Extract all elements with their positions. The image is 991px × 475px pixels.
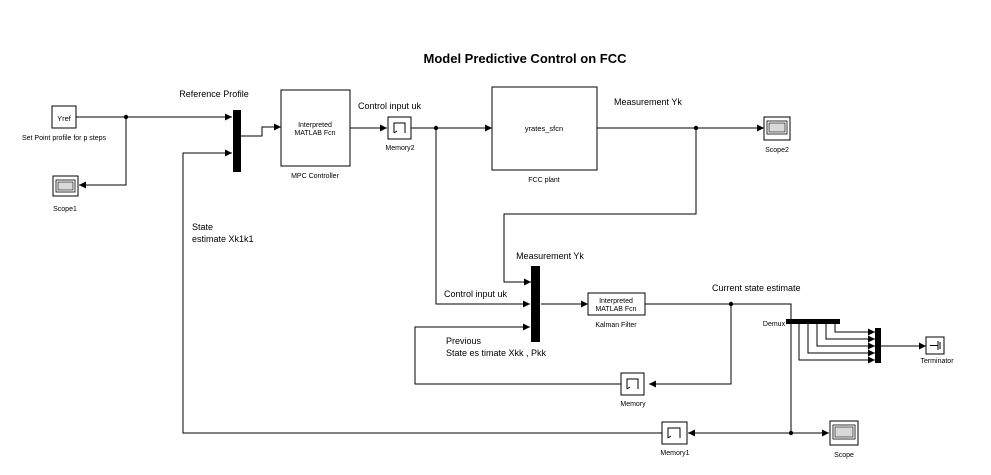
wire-kalman-demux bbox=[645, 303, 792, 319]
control-input-label-bottom: Control input uk bbox=[444, 289, 508, 299]
demux-block[interactable]: Demux bbox=[763, 319, 840, 328]
fcc-plant-block[interactable]: yrates_sfcn FCC plant bbox=[491, 86, 598, 184]
scope-caption: Scope bbox=[834, 452, 854, 459]
reference-profile-label: Reference Profile bbox=[179, 89, 249, 99]
fcc-caption: FCC plant bbox=[528, 177, 560, 184]
wire-mux1-mpc bbox=[241, 123, 281, 137]
state-label-line1: State bbox=[192, 222, 213, 232]
memory-icon bbox=[626, 378, 639, 389]
wire-control-mux2 bbox=[435, 128, 530, 308]
junction-dot bbox=[123, 114, 129, 120]
memory2-caption: Memory2 bbox=[385, 145, 414, 152]
wire-yref-scope1 bbox=[79, 117, 127, 189]
junction-dots bbox=[123, 114, 794, 436]
measurement-label-top: Measurement Yk bbox=[614, 97, 682, 107]
reference-profile-mux[interactable]: Reference Profile bbox=[179, 89, 249, 172]
kalman-line1: Interpreted bbox=[599, 298, 633, 305]
wire-state-scope bbox=[790, 319, 829, 437]
previous-label-line1: Previous bbox=[446, 336, 482, 346]
wire-memory1-mux1 bbox=[182, 149, 662, 434]
scope1-caption: Scope1 bbox=[53, 206, 77, 213]
terminator-icon bbox=[930, 341, 941, 350]
memory1-block[interactable]: Memory1 bbox=[660, 421, 690, 457]
wire-demux-out3 bbox=[816, 323, 875, 350]
diagram-title: Model Predictive Control on FCC bbox=[424, 51, 628, 66]
signal-wires bbox=[76, 113, 926, 437]
mpc-line1: Interpreted bbox=[298, 122, 332, 129]
wire-demux-out2 bbox=[807, 323, 875, 357]
kalman-caption: Kalman Filter bbox=[595, 322, 637, 329]
memory-icon bbox=[667, 427, 681, 438]
demux-caption: Demux bbox=[763, 321, 786, 328]
measurement-mux[interactable]: Measurement Yk bbox=[516, 251, 584, 342]
yref-label: Yref bbox=[57, 114, 72, 123]
measurement-mux-label: Measurement Yk bbox=[516, 251, 584, 261]
mpc-line2: MATLAB Fcn bbox=[294, 130, 335, 137]
scope-block[interactable]: Scope bbox=[829, 420, 859, 459]
scope-icon bbox=[832, 424, 856, 440]
scope-icon bbox=[55, 179, 76, 193]
memory1-caption: Memory1 bbox=[660, 450, 689, 457]
mpc-caption: MPC Controller bbox=[291, 173, 340, 180]
memory-block[interactable]: Memory bbox=[620, 372, 646, 408]
yref-block[interactable]: Yref Set Point profile for p steps bbox=[22, 105, 107, 142]
junction-dot bbox=[433, 125, 439, 131]
memory-caption: Memory bbox=[620, 401, 646, 408]
output-mux[interactable] bbox=[875, 328, 881, 363]
scope1-block[interactable]: Scope1 bbox=[52, 175, 79, 213]
junction-dot bbox=[728, 301, 734, 307]
junction-dot bbox=[788, 430, 794, 436]
yref-caption: Set Point profile for p steps bbox=[22, 135, 107, 142]
scope2-caption: Scope2 bbox=[765, 147, 789, 154]
terminator-block[interactable]: Terminator bbox=[920, 336, 954, 365]
wire-demux-out4 bbox=[825, 323, 875, 343]
fcc-function-label: yrates_sfcn bbox=[525, 124, 563, 133]
current-state-label: Current state estimate bbox=[712, 283, 801, 293]
wire-demux-out5 bbox=[834, 323, 875, 336]
previous-label-line2: State es timate Xkk , Pkk bbox=[446, 348, 547, 358]
kalman-line2: MATLAB Fcn bbox=[595, 306, 636, 313]
wire-memory-mux2 bbox=[414, 323, 621, 385]
mpc-controller-block[interactable]: Interpreted MATLAB Fcn MPC Controller bbox=[280, 89, 351, 180]
memory-icon bbox=[393, 122, 406, 133]
control-input-label-top: Control input uk bbox=[358, 101, 422, 111]
wire-demux-out1 bbox=[798, 323, 875, 364]
scope-icon bbox=[766, 120, 788, 135]
scope2-block[interactable]: Scope2 bbox=[763, 116, 791, 154]
memory2-block[interactable]: Memory2 bbox=[385, 116, 415, 152]
junction-dot bbox=[693, 125, 699, 131]
state-label-line2: estimate Xk1k1 bbox=[192, 234, 254, 244]
wire-measurement-mux2 bbox=[503, 128, 697, 286]
kalman-filter-block[interactable]: Interpreted MATLAB Fcn Kalman Filter bbox=[587, 292, 646, 329]
wire-kalman-memory bbox=[649, 304, 732, 388]
terminator-caption: Terminator bbox=[920, 358, 954, 365]
